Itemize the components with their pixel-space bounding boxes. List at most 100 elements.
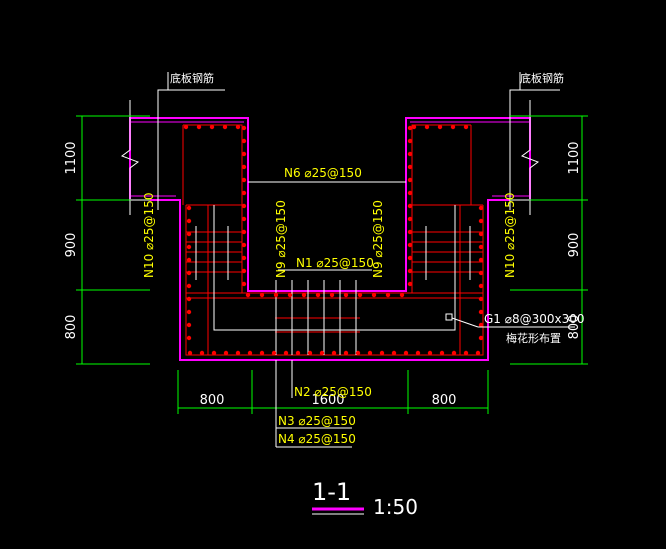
rebar-dot — [196, 124, 202, 130]
callout-leaders — [157, 72, 560, 210]
rebar-dot — [319, 350, 325, 356]
rebar-dot — [273, 292, 279, 298]
rebar-dot — [463, 350, 469, 356]
rebar-dot — [235, 350, 241, 356]
rebar-dot — [235, 124, 241, 130]
rebar-dot — [247, 350, 253, 356]
rebar-dot — [478, 205, 484, 211]
rebar-dot — [223, 350, 229, 356]
rebar-dot — [209, 124, 215, 130]
rebar-dot — [222, 124, 228, 130]
rebar-dot — [475, 350, 481, 356]
rebar-dot — [424, 124, 430, 130]
callout-right-top: 底板钢筋 — [520, 71, 564, 85]
rebar-cage — [182, 124, 484, 356]
rebar-dot — [450, 124, 456, 130]
rebar-dot — [451, 350, 457, 356]
rebar-dot — [241, 229, 247, 235]
label-n9-right: N9 ⌀25@150 — [371, 200, 385, 278]
rebar-dot — [371, 292, 377, 298]
dimension-right — [510, 115, 588, 365]
rebar-dot — [407, 203, 413, 209]
rebar-dot — [259, 292, 265, 298]
rebar-dot — [186, 296, 192, 302]
rebar-dot — [478, 231, 484, 237]
rebar-dot — [186, 231, 192, 237]
rebar-dot — [399, 292, 405, 298]
rebar-dot — [186, 218, 192, 224]
rebar-dot — [407, 281, 413, 287]
rebar-dot — [357, 292, 363, 298]
rebar-dot — [407, 216, 413, 222]
rebar-dot — [411, 124, 417, 130]
rebar-dot — [355, 350, 361, 356]
break-line-left — [120, 100, 140, 215]
label-n10-right: N10 ⌀25@150 — [503, 193, 517, 278]
horizontal-rebar-rows — [186, 231, 483, 333]
section-scale: 1:50 — [373, 495, 418, 519]
rebar-dot — [407, 177, 413, 183]
rebar-dot — [241, 125, 247, 131]
rebar-dot — [283, 350, 289, 356]
rebar-dot — [307, 350, 313, 356]
rebar-dot — [186, 335, 192, 341]
rebar-dot — [379, 350, 385, 356]
rebar-dots — [183, 124, 484, 356]
rebar-dot — [427, 350, 433, 356]
break-line-right — [520, 100, 540, 215]
rebar-dot — [407, 268, 413, 274]
label-n10-left: N10 ⌀25@150 — [142, 193, 156, 278]
rebar-dot — [407, 255, 413, 261]
rebar-dot — [241, 255, 247, 261]
rebar-dot — [391, 350, 397, 356]
rebar-dot — [407, 242, 413, 248]
label-n3: N3 ⌀25@150 — [278, 414, 356, 428]
rebar-dot — [315, 292, 321, 298]
rebar-dot — [186, 270, 192, 276]
rebar-dot — [241, 177, 247, 183]
callout-left-top: 底板钢筋 — [170, 71, 214, 85]
label-n2: N2 ⌀25@150 — [294, 385, 372, 399]
rebar-dot — [241, 190, 247, 196]
rebar-dot — [415, 350, 421, 356]
rebar-dot — [439, 350, 445, 356]
rebar-dot — [403, 350, 409, 356]
rebar-dot — [186, 257, 192, 263]
rebar-dot — [343, 350, 349, 356]
rebar-dot — [241, 203, 247, 209]
dim-left-900: 900 — [64, 233, 79, 258]
rebar-dot — [259, 350, 265, 356]
dim-right-900: 900 — [567, 233, 582, 258]
rebar-dot — [407, 151, 413, 157]
dimension-bottom — [177, 370, 489, 414]
rebar-dot — [343, 292, 349, 298]
dim-right-1100: 1100 — [567, 141, 582, 174]
dim-bottom-1600: 1600 — [311, 393, 344, 408]
rebar-dot — [186, 322, 192, 328]
rebar-dot — [199, 350, 205, 356]
rebar-dot — [437, 124, 443, 130]
dimension-left — [76, 115, 150, 365]
rebar-dot — [211, 350, 217, 356]
rebar-dot — [186, 244, 192, 250]
rebar-dot — [367, 350, 373, 356]
rebar-dot — [295, 350, 301, 356]
rebar-dot — [245, 292, 251, 298]
label-g1: G1 ⌀8@300x300 — [484, 312, 585, 326]
label-n6: N6 ⌀25@150 — [284, 166, 362, 180]
g1-leader — [451, 317, 479, 328]
rebar-dot — [241, 242, 247, 248]
rebar-dot — [186, 283, 192, 289]
rebar-dot — [331, 350, 337, 356]
rebar-dot — [478, 270, 484, 276]
rebar-dot — [478, 322, 484, 328]
dim-bottom-800-right: 800 — [432, 393, 457, 408]
section-title: 1-1 — [312, 478, 351, 506]
rebar-dot — [287, 292, 293, 298]
rebar-dot — [183, 124, 189, 130]
rebar-dot — [329, 292, 335, 298]
rebar-dot — [241, 268, 247, 274]
rebar-dot — [478, 218, 484, 224]
dim-left-800: 800 — [64, 315, 79, 340]
